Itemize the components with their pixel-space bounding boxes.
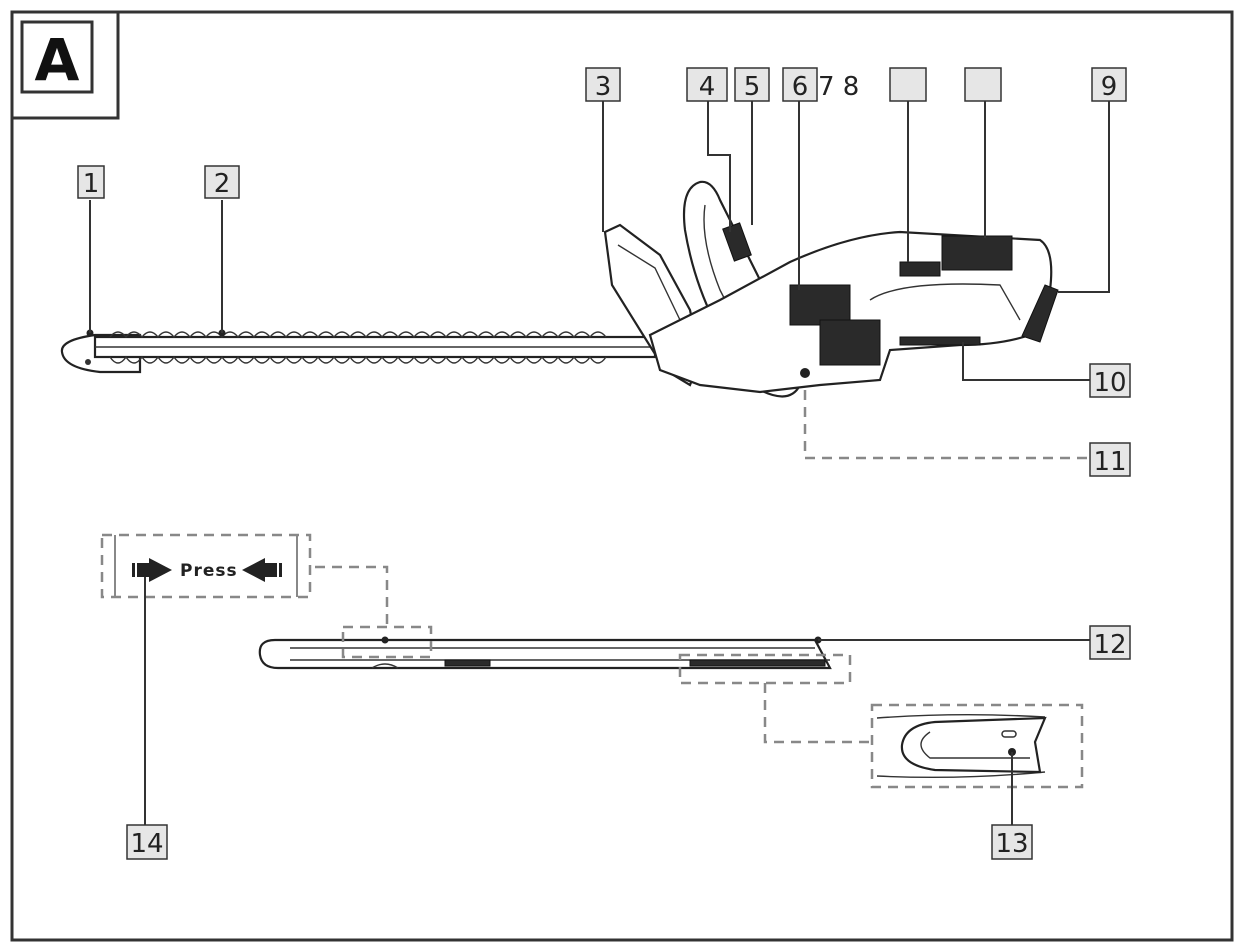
arrow-left-icon [242,558,282,582]
callout-9-label: 9 [1101,72,1118,102]
callout-blank-a [889,67,927,102]
leader-lines-lower [144,565,1090,825]
callout-11: 11 [1089,442,1131,477]
battery-pack [1021,284,1059,343]
leader-lines-upper [89,101,1110,460]
callout-14-label: 14 [130,829,163,859]
callout-blank-b [964,67,1002,102]
callout-14: 14 [126,824,168,860]
callout-3: 3 [585,67,621,102]
press-detail: Press [100,533,312,599]
lower-teeth [109,355,607,364]
callouts-lower: 12 13 14 [126,625,1131,860]
callout-2: 2 [204,165,240,199]
press-label: Press [180,561,238,581]
callout-12: 12 [1089,625,1131,660]
panel-letter: A [35,26,80,94]
callout-9: 9 [1091,67,1127,102]
blade-cover-drawing [258,636,832,670]
callout-3-label: 3 [595,72,612,102]
callout-10: 10 [1089,363,1131,398]
grip-pattern [941,235,1013,271]
callout-4-label: 4 [699,72,716,102]
callout-7-8-label: 7 8 [818,72,859,102]
callout-11-label: 11 [1093,447,1126,477]
callouts-upper: 1 2 3 4 5 6 7 8 [77,67,1131,477]
arrow-right-icon [132,558,172,582]
vent-slots [789,284,851,326]
callout-13-label: 13 [995,829,1028,859]
callout-5-label: 5 [744,72,761,102]
callout-1-label: 1 [83,169,100,199]
callout-4: 4 [686,67,728,102]
callout-6-label: 6 [792,72,809,102]
callout-10-label: 10 [1093,368,1126,398]
callout-6: 6 [782,67,818,102]
callout-5: 5 [734,67,770,102]
figure-frame: A [10,10,1234,942]
callout-2-label: 2 [214,169,231,199]
callout-13: 13 [991,824,1033,860]
clip-detail [870,703,1084,789]
callout-12-label: 12 [1093,630,1126,660]
blade-cover [258,638,832,670]
upper-teeth [109,331,607,339]
hedge-trimmer-drawing [60,180,1059,398]
callout-1: 1 [77,165,105,199]
